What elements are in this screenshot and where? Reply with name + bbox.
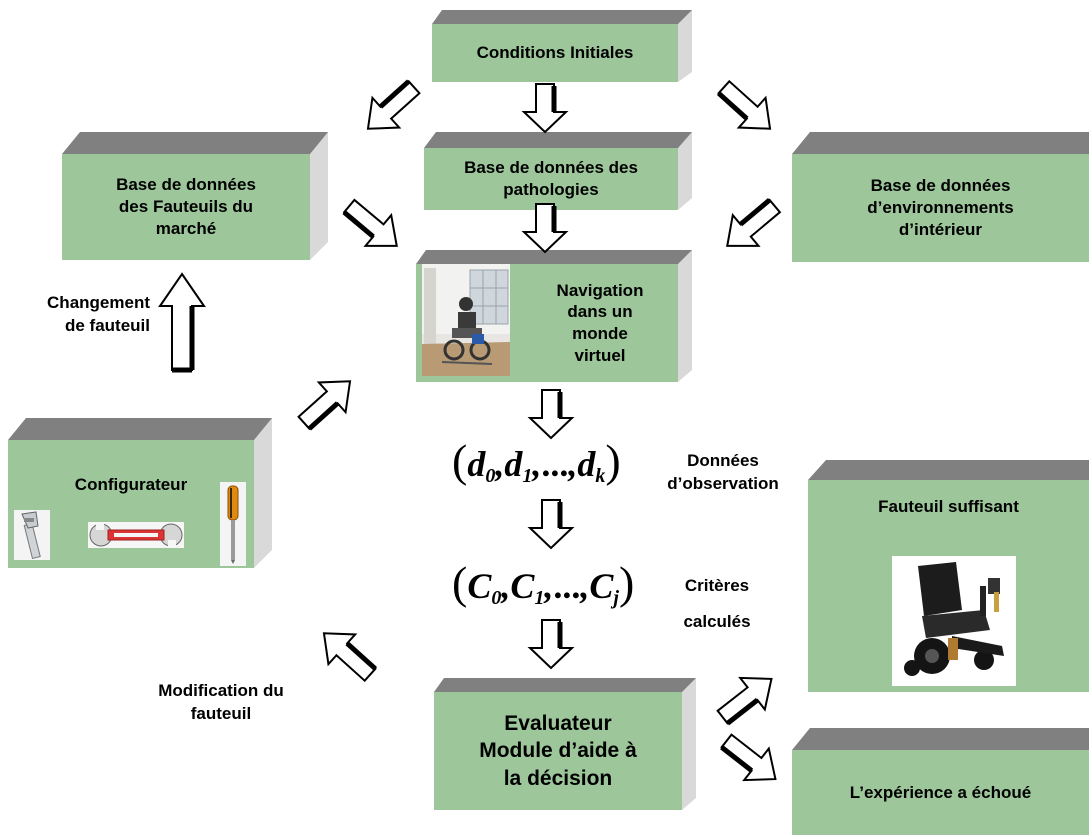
box-text-line: Base de données <box>116 175 256 195</box>
formula-sub: j <box>613 587 619 609</box>
box-text-line: virtuel <box>574 345 626 365</box>
label-line: de fauteuil <box>64 315 150 335</box>
spanner-icon <box>88 522 184 548</box>
arrow-evaluateur-to-suffisant <box>712 668 782 728</box>
box-text-line: pathologies <box>503 180 599 199</box>
label-line: d’observation <box>667 473 779 493</box>
formula-criteria: (C0,C1,...,Cj) <box>452 557 635 609</box>
label-criteres-calcules: Critères calculés <box>662 568 772 639</box>
box-base-fauteuils: Base de données des Fauteuils du marché <box>62 132 328 260</box>
formula-base: d <box>504 444 523 484</box>
arrow-conditions-to-fauteuils <box>356 78 426 138</box>
arrow-conditions-to-pathologies <box>521 83 569 134</box>
arrow-configurateur-to-navigation <box>292 372 362 432</box>
box-navigation: Navigation dans un monde virtuel <box>416 250 692 382</box>
box-text-line: des Fauteuils du <box>118 197 254 217</box>
box-text-line: Evaluateur <box>504 712 612 736</box>
formula-sub: k <box>595 465 606 487</box>
label-line: Modification du <box>158 681 284 700</box>
label-line: calculés <box>683 611 751 631</box>
label-modification-fauteuil: Modification du fauteuil <box>126 680 316 726</box>
arrow-conditions-to-environnements <box>712 78 782 138</box>
label-line: Critères <box>684 576 750 595</box>
wrench-icon <box>14 510 50 560</box>
formula-base: C <box>510 566 535 606</box>
box-text-line: Base de données <box>870 176 1011 196</box>
box-experience-echouee: L’expérience a échoué <box>792 728 1089 835</box>
formula-sub: 1 <box>534 587 545 609</box>
power-wheelchair-photo <box>892 556 1016 686</box>
label-donnees-observation: Données d’observation <box>648 450 798 496</box>
box-evaluateur: Evaluateur Module d’aide à la décision <box>434 678 696 810</box>
arrow-changement-up <box>158 272 206 373</box>
arrow-evaluateur-to-echec <box>716 730 786 790</box>
box-text-line: Module d’aide à <box>479 739 637 763</box>
label-line: Changement <box>47 293 150 312</box>
label-line: fauteuil <box>190 703 252 723</box>
box-text-line: marché <box>155 218 217 238</box>
box-text: Conditions Initiales <box>476 43 634 63</box>
formula-base: C <box>467 566 492 606</box>
box-text: Fauteuil suffisant <box>878 497 1019 516</box>
box-text: Configurateur <box>74 475 188 494</box>
wheelchair-simulator-photo <box>422 264 510 376</box>
box-fauteuil-suffisant: Fauteuil suffisant <box>808 460 1089 692</box>
box-text-line: monde <box>572 324 628 343</box>
arrow-criteria-to-evaluateur <box>527 619 575 670</box>
formula-base: d <box>467 444 486 484</box>
arrow-pathologies-to-navigation <box>521 203 569 254</box>
arrow-observations-to-criteria <box>527 499 575 550</box>
box-text-line: d’environnements <box>867 198 1014 218</box>
arrow-fauteuils-to-navigation <box>338 196 408 256</box>
box-base-pathologies: Base de données des pathologies <box>424 132 692 210</box>
arrow-navigation-to-observations <box>527 389 575 440</box>
formula-ellipsis: ... <box>541 444 569 484</box>
formula-base: C <box>589 566 614 606</box>
box-configurateur: Configurateur <box>8 418 272 568</box>
box-text-line: d’intérieur <box>898 219 983 239</box>
box-text-line: la décision <box>503 766 613 790</box>
box-base-environnements: Base de données d’environnements d’intér… <box>792 132 1089 262</box>
formula-sub: 0 <box>491 587 502 609</box>
label-changement-fauteuil: Changement de fauteuil <box>10 292 150 338</box>
formula-observations: (d0,d1,...,dk) <box>452 435 621 487</box>
box-text: L’expérience a échoué <box>849 782 1032 802</box>
formula-base: d <box>577 444 596 484</box>
box-text-line: dans un <box>567 302 633 322</box>
formula-ellipsis: ... <box>553 566 581 606</box>
formula-sub: 0 <box>485 465 496 487</box>
box-text-line: Navigation <box>556 280 644 300</box>
label-line: Données <box>687 451 759 470</box>
screwdriver-icon <box>220 482 246 566</box>
arrow-environnements-to-navigation <box>716 196 786 256</box>
box-text-line: Base de données des <box>464 158 638 178</box>
box-conditions-initiales: Conditions Initiales <box>432 10 692 82</box>
arrow-modification-to-configurateur <box>312 624 382 684</box>
formula-sub: 1 <box>522 465 533 487</box>
